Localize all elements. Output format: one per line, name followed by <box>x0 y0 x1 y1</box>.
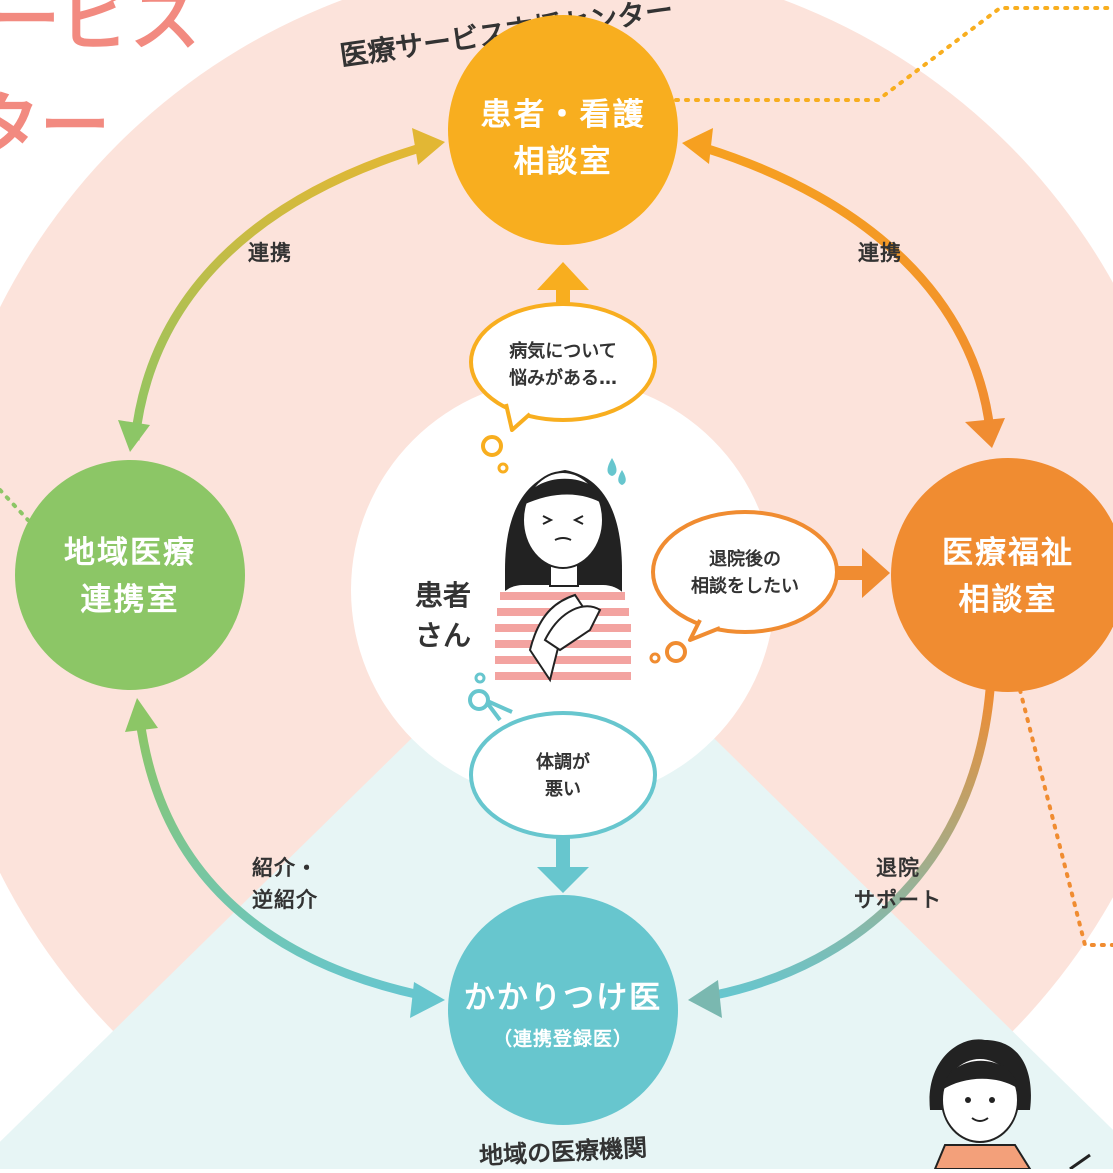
connector-bottom-right <box>688 689 995 1018</box>
dotted-connector-right <box>1018 688 1113 947</box>
speech-bubble-condition: 体調が 悪い <box>468 672 657 839</box>
connector-bottom-left <box>125 698 445 1018</box>
arrowhead <box>125 698 158 732</box>
link-label-bottom-left-1: 紹介・ <box>252 856 318 880</box>
link-label-top-right: 連携 <box>858 241 902 265</box>
arrowhead <box>412 128 445 165</box>
bubble-discharge-line1: 退院後の <box>709 548 781 570</box>
hub-label-line2: 相談室 <box>959 582 1058 618</box>
nurse-illustration <box>929 1039 1091 1171</box>
link-label-top-left: 連携 <box>248 241 292 265</box>
link-label-bottom-right-2: サポート <box>854 888 942 912</box>
arrowhead <box>410 982 445 1018</box>
hub-label-line2: 連携室 <box>81 582 180 618</box>
patient-label-line1: 患者 <box>415 579 471 612</box>
hub-label-line1: 患者・看護 <box>481 97 646 133</box>
arrow-right-to-welfare <box>838 548 890 598</box>
hub-community-cooperation-room[interactable]: 地域医療 連携室 <box>15 460 245 690</box>
arrowhead <box>118 420 150 452</box>
link-label-bottom-right-1: 退院 <box>876 856 920 880</box>
arrow-down-to-family-doctor <box>537 835 589 893</box>
connector-top-right <box>682 128 1005 448</box>
title-fragment: ービス ター <box>0 0 200 167</box>
hub-label-line2: （連携登録医） <box>493 1027 633 1050</box>
bubble-illness-line2: 悩みがある… <box>509 367 617 389</box>
patient-illustration <box>493 458 633 685</box>
speech-bubble-illness: 病気について 悩みがある… <box>469 302 657 474</box>
bubble-condition-line1: 体調が <box>536 751 590 773</box>
hub-welfare-room[interactable]: 医療福祉 相談室 <box>891 458 1113 692</box>
arrowhead <box>965 418 1005 448</box>
arrowhead <box>688 980 722 1018</box>
hub-family-doctor[interactable]: かかりつけ医 （連携登録医） <box>448 895 678 1125</box>
dotted-connector-left <box>0 488 30 522</box>
hub-label-line1: 医療福祉 <box>942 535 1074 571</box>
arrowhead <box>682 128 713 164</box>
hub-label-line1: かかりつけ医 <box>464 980 662 1016</box>
speech-bubble-discharge: 退院後の 相談をしたい <box>649 510 839 664</box>
title-text-line1: ービス <box>0 0 200 61</box>
hub-label-line2: 相談室 <box>514 144 613 180</box>
dotted-connector-top <box>674 6 1113 102</box>
patient-label-line2: さん <box>415 619 471 652</box>
hub-label-line1: 地域医療 <box>64 535 196 571</box>
bubble-condition-line2: 悪い <box>545 779 581 800</box>
title-text-line2: ター <box>0 85 110 167</box>
connector-top-left <box>118 128 445 452</box>
bubble-illness-line1: 病気について <box>509 340 616 362</box>
link-label-bottom-left-2: 逆紹介 <box>252 888 318 912</box>
hub-patient-nursing-room[interactable]: 患者・看護 相談室 <box>448 15 678 245</box>
bubble-discharge-line2: 相談をしたい <box>691 575 799 597</box>
